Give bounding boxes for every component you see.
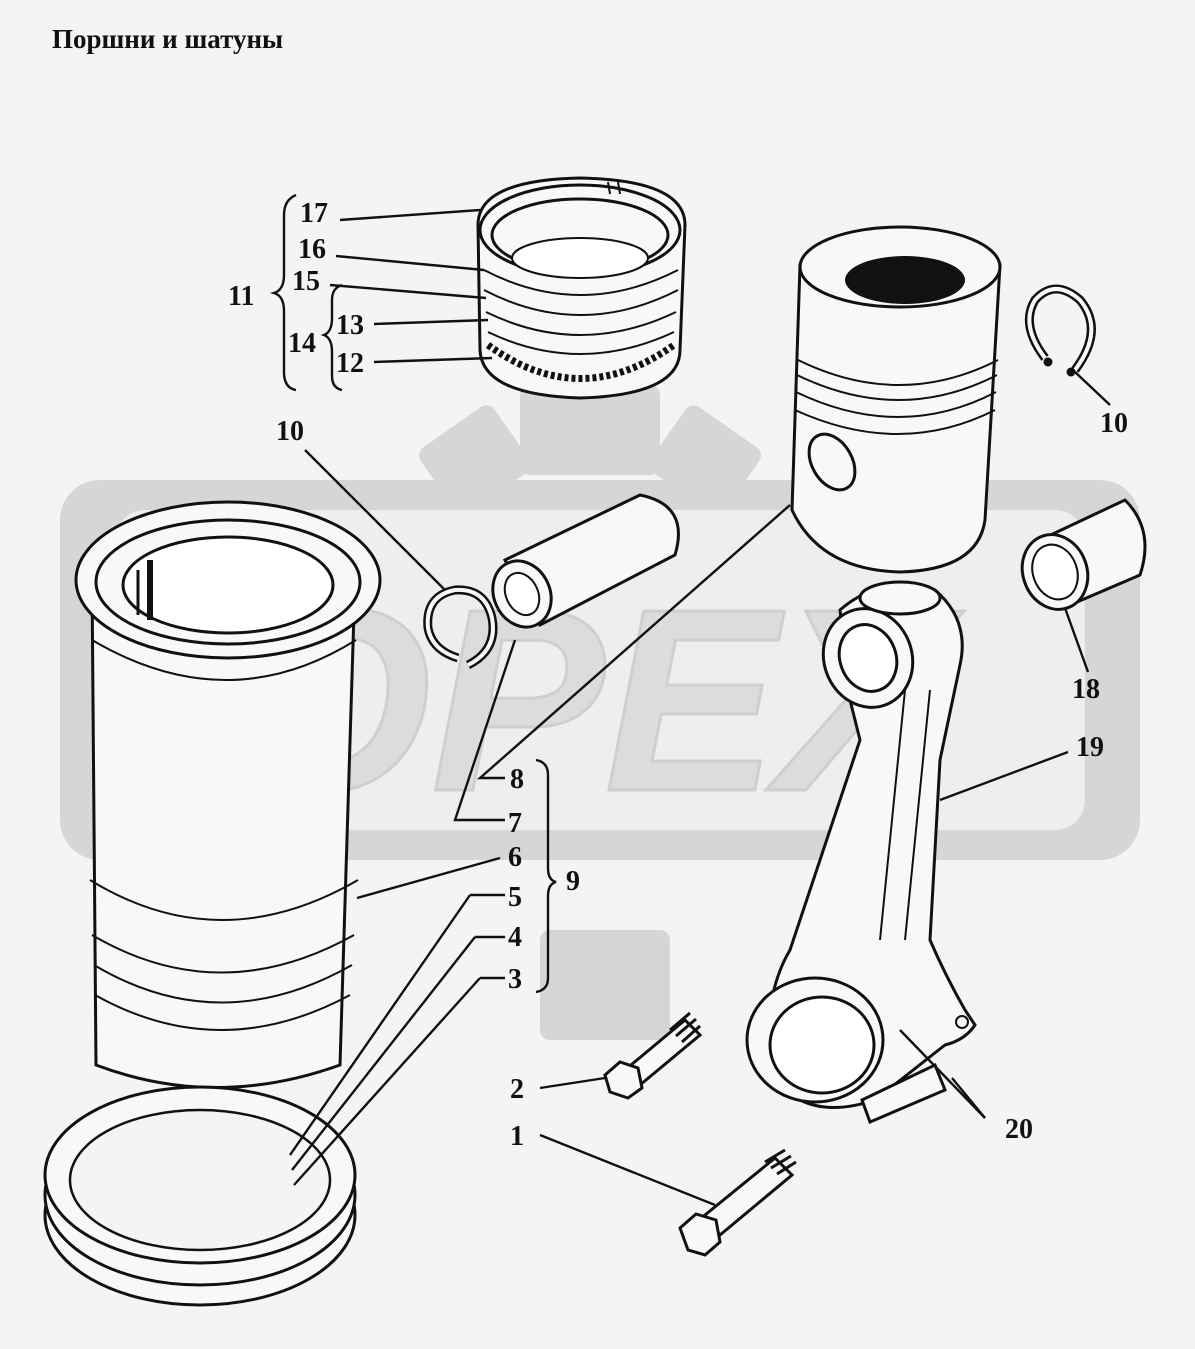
callout-20: 20	[1005, 1114, 1033, 1145]
callout-14: 14	[288, 328, 316, 359]
liner-groove-2	[93, 964, 353, 1004]
rod-oil-boss	[858, 580, 942, 616]
circlip-right-highlight	[1027, 287, 1094, 372]
liner-groove-1	[91, 934, 355, 974]
callout-2: 2	[510, 1074, 524, 1105]
piston-ring-groove-1	[797, 359, 999, 386]
callout-5: 5	[508, 882, 522, 913]
piston	[790, 225, 1002, 574]
callout-1: 1	[510, 1121, 524, 1152]
watermark-gear-tooth-bottom	[540, 930, 670, 1040]
bolt-1-head	[678, 1212, 722, 1257]
cylinder-liner	[74, 500, 382, 1089]
liner-groove-3	[94, 994, 351, 1031]
callout-6: 6	[508, 842, 522, 873]
bracket-11	[269, 193, 297, 392]
bracket-9	[535, 758, 557, 994]
small-end-bushing	[1020, 498, 1147, 611]
bracket-14	[320, 283, 343, 392]
callout-11: 11	[228, 281, 254, 312]
callout-19: 19	[1076, 732, 1104, 763]
leader-8	[476, 504, 791, 780]
leader-12	[373, 356, 493, 364]
leader-16	[335, 254, 485, 272]
ring-bore	[511, 237, 649, 279]
liner-flange-edge	[91, 639, 357, 681]
ring-groove-2	[483, 289, 679, 316]
seal-ring-inner	[68, 1108, 332, 1252]
piston-skirt	[790, 263, 1002, 574]
circlip-left-highlight	[425, 587, 495, 667]
callout-12: 12	[336, 348, 364, 379]
leader-13	[373, 318, 489, 326]
leader-1	[539, 1133, 716, 1207]
callout-10-left: 10	[276, 416, 304, 447]
piston-pin-hole	[503, 571, 541, 617]
piston-ring-groove-2	[796, 374, 998, 401]
watermark-gear-tooth-top	[520, 385, 660, 475]
bolt-2-head	[603, 1060, 644, 1100]
callout-10-right: 10	[1100, 408, 1128, 439]
leader-15	[329, 283, 487, 300]
rod-bolt-hole	[955, 1015, 969, 1029]
liner-bore	[121, 535, 335, 635]
circlip-left	[423, 585, 498, 670]
liner-seal-rings	[43, 1085, 357, 1307]
ring-groove-3	[485, 311, 677, 336]
leader-2	[539, 1076, 606, 1090]
callout-13: 13	[336, 310, 364, 341]
callout-8: 8	[510, 764, 524, 795]
callout-9: 9	[566, 866, 580, 897]
callout-7: 7	[508, 808, 522, 839]
leader-3	[293, 977, 481, 1186]
ring-gap-1	[607, 181, 611, 195]
page-title: Поршни и шатуны	[52, 24, 284, 54]
leader-20b	[951, 1077, 986, 1119]
liner-collar-top	[89, 879, 359, 921]
piston-bowl	[845, 256, 965, 304]
callout-3: 3	[508, 964, 522, 995]
rod-big-end-bore	[768, 995, 876, 1095]
ring-gap-2	[617, 181, 621, 195]
leader-10-right	[1074, 371, 1111, 406]
ring-groove-1	[483, 269, 679, 296]
circlip-right	[1024, 284, 1096, 377]
bolt-1-thread	[764, 1148, 797, 1176]
piston-ring-groove-4	[794, 409, 996, 435]
rod-cap-lug	[860, 1062, 947, 1125]
leader-5	[289, 894, 471, 1156]
leader-20a	[899, 1029, 986, 1119]
piston-pin-bore	[807, 432, 857, 492]
bushing-hole	[1031, 543, 1079, 601]
callout-16: 16	[298, 234, 326, 265]
leader-10-left	[304, 449, 446, 591]
rod-bolt-2	[603, 1011, 703, 1100]
leader-7	[453, 639, 517, 822]
rod-bolt-1	[678, 1148, 797, 1257]
leader-4	[291, 936, 476, 1171]
piston-ring-groove-3	[795, 391, 997, 418]
ring-expander-12	[485, 342, 677, 382]
circlip-right-end-1	[1043, 357, 1053, 367]
piston-rings-set	[476, 176, 687, 400]
rod-small-end-bore	[837, 623, 899, 693]
rod-web-line-2	[904, 689, 931, 941]
leader-19	[939, 750, 1069, 802]
callout-18: 18	[1072, 674, 1100, 705]
callout-15: 15	[292, 266, 320, 297]
leader-6	[356, 856, 501, 900]
piston-pin	[491, 493, 680, 629]
callout-4: 4	[508, 922, 522, 953]
circlip-right-end-2	[1066, 367, 1076, 377]
connecting-rod	[745, 580, 977, 1125]
callout-17: 17	[300, 198, 328, 229]
ring-groove-4	[487, 331, 675, 355]
bolt-2-thread	[669, 1011, 701, 1044]
leader-18	[1063, 607, 1090, 673]
leader-17	[339, 208, 481, 222]
rod-web-line-1	[879, 689, 906, 941]
